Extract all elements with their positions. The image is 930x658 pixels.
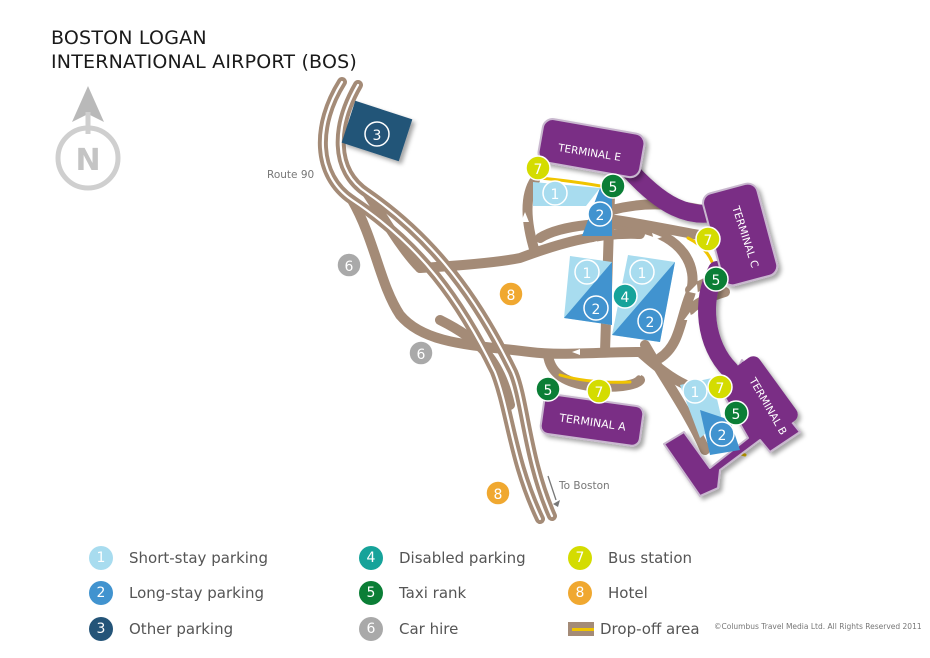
legend-item-car-hire: 6 Car hire <box>359 617 458 641</box>
svg-text:7: 7 <box>595 385 604 401</box>
car-hire-marker[interactable]: 6 <box>408 340 434 366</box>
svg-text:1: 1 <box>691 385 700 401</box>
legend-label: Short-stay parking <box>129 549 268 567</box>
short-stay-parking-icon: 1 <box>89 546 113 570</box>
legend-item-dropoff: Drop-off area <box>568 617 700 641</box>
legend-label: Disabled parking <box>399 549 526 567</box>
svg-text:7: 7 <box>716 381 725 397</box>
short-stay-parking-marker[interactable]: 1 <box>682 378 708 404</box>
svg-text:7: 7 <box>704 233 713 249</box>
hotel-marker[interactable]: 8 <box>498 281 524 307</box>
svg-text:5: 5 <box>609 180 618 196</box>
svg-text:4: 4 <box>621 290 630 306</box>
copyright-notice: ©Columbus Travel Media Ltd. All Rights R… <box>714 622 922 631</box>
svg-text:3: 3 <box>373 128 382 144</box>
long-stay-parking-marker[interactable]: 2 <box>587 201 613 227</box>
svg-text:2: 2 <box>596 208 605 224</box>
svg-text:6: 6 <box>345 259 354 275</box>
svg-text:2: 2 <box>646 315 655 331</box>
svg-text:5: 5 <box>712 273 721 289</box>
taxi-rank-marker[interactable]: 5 <box>703 266 729 292</box>
bus-station-marker[interactable]: 7 <box>586 378 612 404</box>
svg-text:1: 1 <box>551 187 560 203</box>
taxi-rank-icon: 5 <box>359 581 383 605</box>
legend-label: Bus station <box>608 549 693 567</box>
legend-item-long-stay: 2 Long-stay parking <box>89 581 264 605</box>
legend-item-bus: 7 Bus station <box>568 546 692 570</box>
long-stay-parking-icon: 2 <box>89 581 113 605</box>
svg-text:5: 5 <box>732 407 741 423</box>
legend-label: Car hire <box>399 620 459 638</box>
terminal-c[interactable]: TERMINAL C <box>701 181 780 287</box>
terminal-b[interactable]: TERMINAL B <box>663 353 801 497</box>
map-title-line1: BOSTON LOGAN <box>51 27 207 49</box>
svg-text:8: 8 <box>507 288 516 304</box>
short-stay-parking-marker[interactable]: 1 <box>629 259 655 285</box>
to-boston-label: To Boston <box>558 480 610 492</box>
taxi-rank-marker[interactable]: 5 <box>535 376 561 402</box>
taxi-rank-marker[interactable]: 5 <box>723 400 749 426</box>
legend-label: Hotel <box>608 584 648 602</box>
dropoff-area-icon <box>568 622 594 636</box>
legend-label: Drop-off area <box>600 620 700 638</box>
long-stay-parking-marker[interactable]: 2 <box>637 308 663 334</box>
legend-label: Long-stay parking <box>129 584 265 602</box>
svg-text:8: 8 <box>494 487 503 503</box>
svg-text:2: 2 <box>718 428 727 444</box>
legend-label: Other parking <box>129 620 234 638</box>
map-title: BOSTON LOGAN INTERNATIONAL AIRPORT (BOS) <box>51 26 357 74</box>
to-boston-pointer <box>547 475 560 507</box>
legend-label: Taxi rank <box>399 584 467 602</box>
svg-text:1: 1 <box>638 266 647 282</box>
legend-item-taxi: 5 Taxi rank <box>359 581 466 605</box>
other-parking-icon: 3 <box>89 617 113 641</box>
hotel-marker[interactable]: 8 <box>485 480 511 506</box>
legend-item-other-parking: 3 Other parking <box>89 617 233 641</box>
map-title-line2: INTERNATIONAL AIRPORT (BOS) <box>51 51 357 73</box>
disabled-parking-icon: 4 <box>359 546 383 570</box>
car-hire-icon: 6 <box>359 617 383 641</box>
bus-station-marker[interactable]: 7 <box>707 374 733 400</box>
long-stay-parking-marker[interactable]: 2 <box>583 295 609 321</box>
compass-letter: N <box>75 143 100 178</box>
terminal-e[interactable]: TERMINAL E <box>537 117 646 179</box>
legend-item-hotel: 8 Hotel <box>568 581 648 605</box>
svg-text:2: 2 <box>592 302 601 318</box>
short-stay-parking-marker[interactable]: 1 <box>542 180 568 206</box>
other-parking-marker[interactable]: 3 <box>364 121 390 147</box>
bus-station-marker[interactable]: 7 <box>695 226 721 252</box>
short-stay-parking-marker[interactable]: 1 <box>574 259 600 285</box>
svg-text:1: 1 <box>583 266 592 282</box>
legend-item-short-stay: 1 Short-stay parking <box>89 546 268 570</box>
legend-item-disabled: 4 Disabled parking <box>359 546 526 570</box>
terminal-a[interactable]: TERMINAL A <box>539 393 645 447</box>
compass-icon: N <box>55 86 121 191</box>
car-hire-marker[interactable]: 6 <box>336 252 362 278</box>
bus-station-marker[interactable]: 7 <box>525 155 551 181</box>
svg-text:6: 6 <box>417 347 426 363</box>
svg-text:5: 5 <box>544 383 553 399</box>
long-stay-parking-marker[interactable]: 2 <box>709 421 735 447</box>
route-90-label: Route 90 <box>267 169 314 181</box>
disabled-parking-marker[interactable]: 4 <box>612 283 638 309</box>
svg-text:7: 7 <box>534 162 543 178</box>
taxi-rank-marker[interactable]: 5 <box>600 173 626 199</box>
hotel-icon: 8 <box>568 581 592 605</box>
bus-station-icon: 7 <box>568 546 592 570</box>
